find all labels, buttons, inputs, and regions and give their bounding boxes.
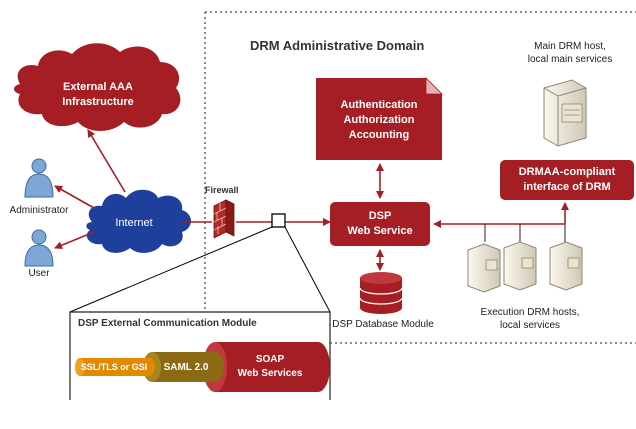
administrator-label: Administrator [9, 205, 69, 216]
firewall-label: Firewall [205, 185, 239, 195]
user-icon [24, 229, 54, 267]
callout-line-right [284, 226, 331, 313]
arrow-internet-to-user [54, 231, 95, 250]
dsp-db-label: DSP Database Module [332, 319, 434, 330]
main-server-icon [543, 79, 587, 147]
administrator-icon [24, 158, 54, 198]
main-host-label-2: local main services [527, 54, 613, 65]
external-aaa-label-1: External AAA [63, 81, 133, 93]
internet-cloud [86, 189, 191, 253]
module-callout-box [271, 213, 286, 228]
external-aaa-cloud [14, 43, 181, 131]
domain-boundary [204, 11, 636, 344]
ext-module-title: DSP External Communication Module [78, 318, 257, 329]
ssl-label: SSL/TLS or GSI [80, 362, 148, 372]
external-aaa-label-2: Infrastructure [62, 96, 134, 108]
arrow-internet-to-aaa [87, 129, 126, 193]
aaa-document-fold [425, 77, 443, 95]
internet-label: Internet [115, 217, 153, 229]
domain-title: DRM Administrative Domain [250, 38, 425, 53]
exec-server-icon-1 [467, 243, 501, 293]
dsp-label-2: Web Service [347, 225, 413, 237]
callout-line-left [69, 226, 273, 313]
exec-hosts-label-1: Execution DRM hosts, [480, 307, 580, 318]
ssl-cylinder [75, 358, 155, 376]
arrow-internet-to-admin [54, 185, 95, 209]
main-host-label-1: Main DRM host, [534, 41, 606, 52]
aaa-document [316, 78, 442, 160]
exec-server-icon-2 [503, 241, 537, 291]
soap-label-2: Web Services [237, 368, 303, 379]
aaa-label-1: Authentication [340, 99, 418, 111]
drmaa-label-2: interface of DRM [523, 181, 611, 193]
aaa-label-2: Authorization [343, 114, 415, 126]
exec-host-connectors [484, 224, 566, 242]
exec-hosts-label-2: local services [499, 320, 561, 331]
drmaa-label-1: DRMAA-compliant [518, 166, 616, 178]
saml-label: SAML 2.0 [163, 362, 209, 373]
user-label: User [28, 268, 50, 279]
soap-label-1: SOAP [255, 354, 285, 365]
database-cylinder [359, 272, 403, 314]
firewall-icon [213, 199, 235, 239]
dsp-web-service-box [330, 202, 430, 246]
dsp-label-1: DSP [368, 210, 392, 222]
drmaa-box [500, 160, 634, 200]
exec-server-icon-3 [549, 241, 583, 291]
aaa-label-3: Accounting [348, 129, 410, 141]
